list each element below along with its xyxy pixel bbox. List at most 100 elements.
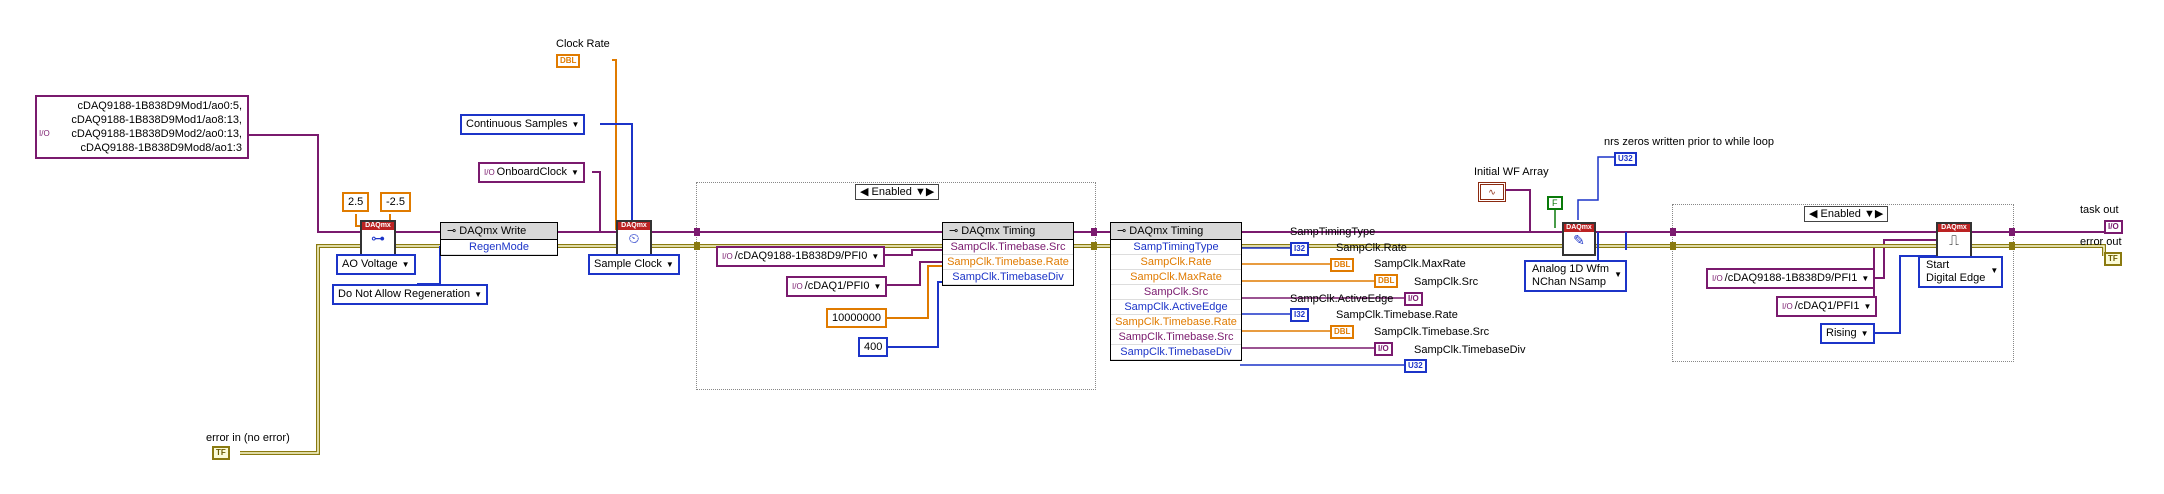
chevron-down-icon: ▼ [571,168,579,177]
write-pen-icon: ✎ [1573,232,1585,248]
chevron-down-icon: ▼ [873,282,882,291]
timing-row: SampClk.Timebase.Rate [1111,315,1241,330]
samp-clk-tb-rate-indicator[interactable]: DBL [1330,325,1355,339]
f-boolean-constant[interactable]: F [1547,196,1563,210]
daqmx-timing-node-1[interactable]: ⊸ DAQmx Timing SampClk.Timebase.Src Samp… [942,222,1074,286]
timing-vi[interactable]: DAQmx ⏲ [616,220,652,256]
physical-channels-constant[interactable]: I/O cDAQ9188-1B838D9Mod1/ao0:5, cDAQ9188… [35,95,249,159]
timebase-src-full-selector[interactable]: I/O/cDAQ9188-1B838D9/PFI0▼ [716,246,886,267]
tunnel [1091,242,1097,250]
tunnel [2009,228,2015,236]
trigger-vi[interactable]: DAQmx ⎍ [1936,222,1972,258]
tunnel [2009,242,2015,250]
node-title: ⊸ DAQmx Write [441,223,557,240]
node-title: ⊸ DAQmx Timing [1111,223,1241,240]
clock-rate-label: Clock Rate [556,38,610,50]
case-structure-1[interactable] [696,182,1096,390]
nrs-zeros-indicator[interactable]: U32 [1614,152,1637,166]
chevron-down-icon: ▼ [474,290,482,299]
analog-wfm-line2: NChan NSamp [1532,276,1606,288]
timing-row: SampClk.TimebaseDiv [1111,345,1241,360]
case-selector-1[interactable]: ◀ Enabled ▼▶ [855,184,940,200]
analog-wfm-line1: Analog 1D Wfm [1532,263,1610,275]
samp-clk-activeedge-indicator[interactable]: I32 [1290,308,1310,322]
chevron-down-icon: ▼ [871,252,880,261]
io-icon: I/O [792,282,803,291]
initial-wf-label: Initial WF Array [1474,166,1549,178]
daqmx-header: DAQmx [362,222,394,230]
chevron-down-icon: ▼ [571,120,580,129]
timebase-src-short-selector[interactable]: I/O/cDAQ1/PFI0▼ [786,276,888,297]
samp-clk-maxrate-indicator[interactable]: DBL [1374,274,1399,288]
min-value-constant[interactable]: -2.5 [380,192,411,212]
io-icon: I/O [484,168,495,177]
start-line1: Start [1926,259,1950,271]
samp-clk-maxrate-label: SampClk.MaxRate [1374,258,1466,270]
samp-timing-type-indicator[interactable]: I32 [1290,242,1310,256]
samp-clk-activeedge-label: SampClk.ActiveEdge [1290,293,1394,305]
error-out-terminal[interactable]: TF [2104,252,2122,266]
tunnel [1091,228,1097,236]
max-value-constant[interactable]: 2.5 [342,192,370,212]
sample-clock-label: Sample Clock [594,258,662,270]
error-in-label: error in (no error) [206,432,290,444]
samp-timing-type-label: SampTimingType [1290,226,1376,238]
tunnel [694,228,700,236]
regen-mode-selector[interactable]: Do Not Allow Regeneration▼ [332,284,488,305]
task-wire-channels [246,134,370,233]
case-selector-2[interactable]: ◀ Enabled ▼▶ [1804,206,1889,222]
chevron-left-icon: ◀ [860,186,869,198]
chevron-down-icon: ▼ [665,260,674,269]
samp-clk-tb-src-indicator[interactable]: I/O [1374,342,1393,356]
timebase-rate-constant[interactable]: 10000000 [826,308,887,328]
trigger-src-full-selector[interactable]: I/O/cDAQ9188-1B838D9/PFI1▼ [1706,268,1876,289]
write-vi[interactable]: DAQmx ✎ [1562,222,1596,256]
task-out-terminal[interactable]: I/O [2104,220,2123,234]
ao-voltage-selector[interactable]: AO Voltage▼ [336,254,416,275]
start-line2: Digital Edge [1926,272,1986,284]
samp-clk-tb-div-indicator[interactable]: U32 [1404,359,1427,373]
samp-clk-rate-indicator[interactable]: DBL [1330,258,1355,272]
chevron-down-icon: ▼ [1861,274,1870,283]
ao-channel-icon: ⊶ [371,230,385,246]
samp-clk-rate-label: SampClk.Rate [1336,242,1407,254]
regen-mode-label: Do Not Allow Regeneration [338,288,471,300]
tunnel [1670,228,1676,236]
analog-wfm-selector[interactable]: Analog 1D Wfm NChan NSamp ▼ [1524,260,1628,292]
start-digital-edge-selector[interactable]: Start Digital Edge ▼ [1918,256,2004,288]
daqmx-header: DAQmx [618,222,650,230]
create-channel-vi[interactable]: DAQmx ⊶ [360,220,396,256]
waveform-array-icon[interactable]: ∿ [1478,182,1506,202]
samp-clk-src-label: SampClk.Src [1414,276,1479,288]
samp-clk-src-indicator[interactable]: I/O [1404,292,1423,306]
chevron-down-icon: ▼ [1863,302,1872,311]
ao-voltage-label: AO Voltage [342,258,398,270]
daqmx-write-node[interactable]: ⊸ DAQmx Write RegenMode [440,222,558,256]
error-in-terminal[interactable]: TF [212,446,230,460]
channel-line: cDAQ9188-1B838D9Mod1/ao8:13, [71,114,242,126]
timebase-div-constant[interactable]: 400 [858,337,889,357]
chevron-left-icon: ◀ [1809,208,1818,220]
rising-label: Rising [1826,327,1857,339]
trigger-src-short-selector[interactable]: I/O/cDAQ1/PFI1▼ [1776,296,1878,317]
sample-clock-selector[interactable]: Sample Clock▼ [588,254,680,275]
nrs-zeros-label: nrs zeros written prior to while loop [1604,136,1774,148]
continuous-samples-selector[interactable]: Continuous Samples▼ [460,114,586,135]
timing-row: SampClk.MaxRate [1111,270,1241,285]
io-icon: I/O [1782,302,1793,311]
daqmx-header: DAQmx [1938,224,1970,232]
chevron-down-icon: ▼ [401,260,410,269]
clock-rate-terminal[interactable]: DBL [556,54,581,68]
channel-line: cDAQ9188-1B838D9Mod2/ao0:13, [71,128,242,140]
wrench-icon: ⊸ [1117,225,1130,237]
error-out-label: error out [2080,236,2122,248]
timing-row: SampClk.Rate [1111,255,1241,270]
timing-row: SampClk.Timebase.Src [1111,330,1241,345]
case-structure-2[interactable] [1672,204,2014,362]
tunnel [694,242,700,250]
daqmx-timing-node-2[interactable]: ⊸ DAQmx Timing SampTimingType SampClk.Ra… [1110,222,1242,361]
io-icon: I/O [1712,274,1723,283]
chevron-down-icon: ▼ [1990,266,1999,275]
trigger-edge-selector[interactable]: Rising▼ [1820,323,1875,344]
